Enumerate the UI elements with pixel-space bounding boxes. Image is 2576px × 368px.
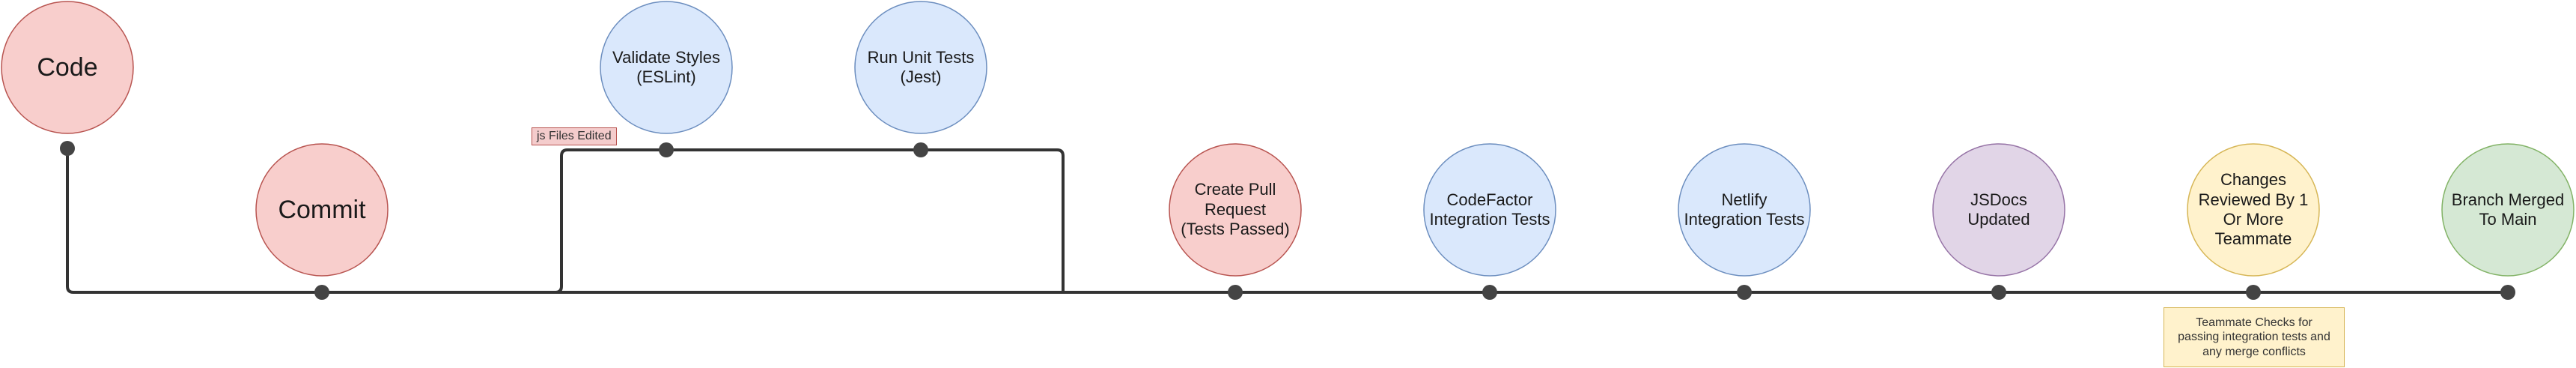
dot-eslint xyxy=(659,142,674,157)
codefactor-node xyxy=(1423,143,1556,277)
eslint-node xyxy=(600,1,733,134)
netlify-node xyxy=(1678,143,1811,277)
js-files-edited-label: js Files Edited xyxy=(532,127,617,145)
dot-netlify xyxy=(1737,285,1752,300)
code-node xyxy=(1,1,134,134)
dot-commit xyxy=(314,285,329,300)
lint-test-branch xyxy=(487,148,1065,294)
dot-merge xyxy=(2500,285,2515,300)
dot-review xyxy=(2246,285,2261,300)
dot-code xyxy=(60,141,75,156)
dot-jsdocs xyxy=(1991,285,2006,300)
jest-node xyxy=(854,1,987,134)
dot-pull-request xyxy=(1228,285,1243,300)
dot-jest xyxy=(913,142,928,157)
dot-codefactor xyxy=(1482,285,1497,300)
review-node xyxy=(2187,143,2320,277)
pull-request-node xyxy=(1169,143,1302,277)
main-timeline xyxy=(66,148,2508,294)
jsdocs-node xyxy=(1932,143,2065,277)
merge-node xyxy=(2441,143,2575,277)
teammate-checks-note: Teammate Checks for passing integration … xyxy=(2164,307,2345,367)
commit-node xyxy=(255,143,389,277)
